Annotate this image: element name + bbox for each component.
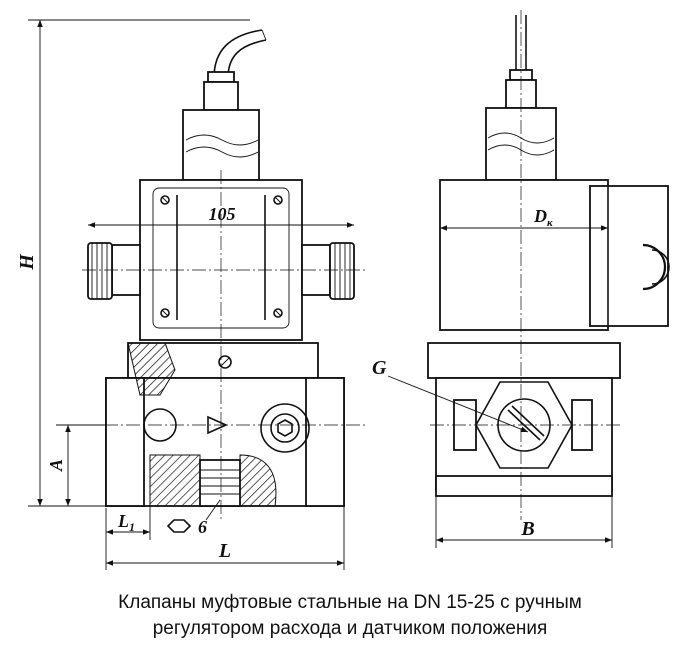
valve-technical-drawing: H A 105 L1 L 6 [16,10,670,570]
dim-G-label: G [372,357,387,379]
dim-B-label: B [520,518,534,540]
front-cable [203,29,267,111]
dim-L-label: L [218,540,231,562]
dim-105-label: 105 [209,204,236,224]
dim-Dk-label: Dк [533,206,553,229]
front-dimensions: H A 105 L1 L 6 [16,19,354,570]
caption-line-1: Клапаны муфтовые стальные на DN 15-25 с … [118,592,582,613]
dim-H-label: H [16,253,38,271]
front-sensor-head [182,109,260,181]
screw-icon [160,195,283,318]
dim-L1-label: L1 [117,511,135,534]
caption-line-2: регулятором расхода и датчиком положения [152,618,548,639]
flow-arrow-icon [207,415,228,435]
front-right-knob [301,242,355,300]
side-dimensions: Dк B G [372,206,613,548]
dim-A-label: A [46,459,66,472]
front-left-knob [87,242,141,300]
front-valve-body [105,342,345,507]
hex-socket-icon [277,419,293,437]
hex-wrench-icon [166,519,192,533]
side-view [427,10,670,520]
dim-hex-label: 6 [198,517,207,537]
front-view [82,29,366,520]
